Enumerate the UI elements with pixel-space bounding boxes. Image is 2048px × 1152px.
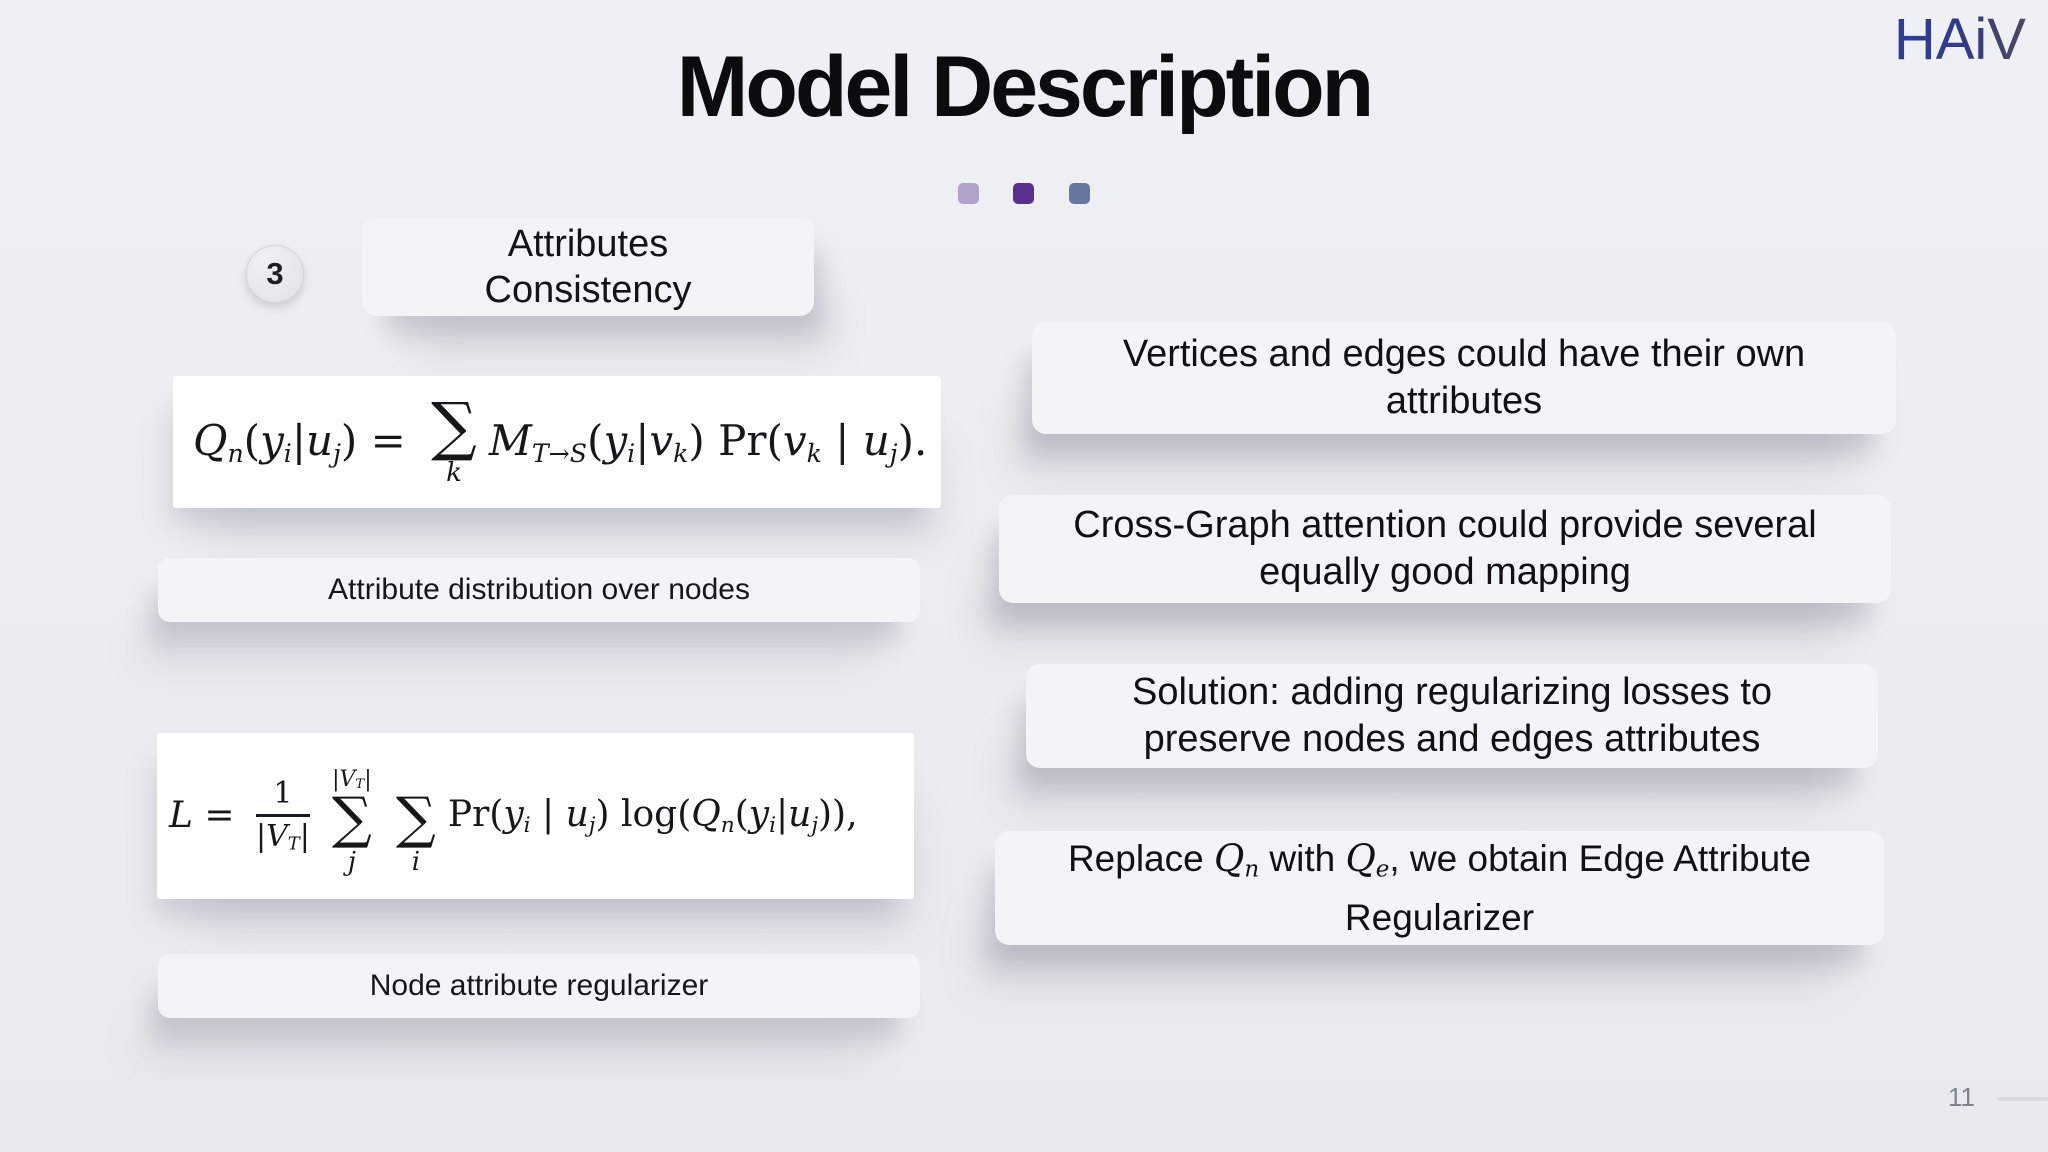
node-distribution-label: Attribute distribution over nodes xyxy=(158,558,920,622)
regularizer-label: Node attribute regularizer xyxy=(158,954,920,1018)
heading-line-2: Consistency xyxy=(484,269,692,311)
note-cross-graph-attention: Cross-Graph attention could provide seve… xyxy=(999,495,1891,603)
sum-over-i: ∑ i xyxy=(395,786,436,877)
heading-line-1: Attributes xyxy=(507,223,669,265)
haiv-logo: HAiV xyxy=(1893,7,2026,72)
fraction-one-over-vt: 1 |VT| xyxy=(255,775,310,855)
note-solution-regularizing-losses: Solution: adding regularizing losses to … xyxy=(1026,664,1878,768)
sum-over-k: ∑ k xyxy=(431,389,477,489)
page-number: 11 xyxy=(1948,1082,1975,1112)
page-title: Model Description xyxy=(676,39,1374,135)
node-distribution-formula: Qn(yi|uj) = ∑ k MT→S(yi|vk) Pr(vk | uj). xyxy=(193,389,928,489)
note-edge-attribute-regularizer: Replace Qn with Qe, we obtain Edge Attri… xyxy=(995,831,1884,945)
footer-divider-line xyxy=(1997,1097,2048,1101)
accent-dot-1 xyxy=(958,183,979,204)
accent-dot-3 xyxy=(1069,183,1090,204)
accent-dot-2 xyxy=(1013,183,1034,204)
step-badge: 3 xyxy=(246,245,304,303)
attributes-consistency-heading: Attributes Consistency xyxy=(362,218,814,316)
node-distribution-formula-box: Qn(yi|uj) = ∑ k MT→S(yi|vk) Pr(vk | uj). xyxy=(173,376,941,508)
note-vertices-attributes: Vertices and edges could have their own … xyxy=(1032,322,1896,434)
